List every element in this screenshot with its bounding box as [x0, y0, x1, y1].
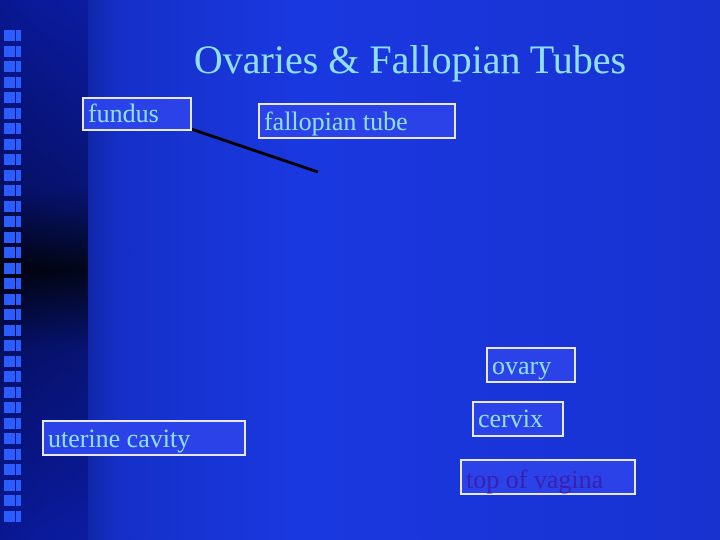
bullet-square	[16, 340, 21, 351]
bullet-square	[4, 495, 15, 506]
bullet-square	[16, 231, 21, 243]
bullet-square	[16, 417, 21, 429]
bullet-square	[16, 200, 21, 212]
bullet-square	[4, 402, 15, 413]
bullet-square	[16, 61, 21, 72]
bullet-square	[16, 371, 21, 382]
bullet-square	[16, 154, 21, 165]
bullet-square	[4, 262, 15, 274]
bullet-square	[4, 324, 15, 336]
bullet-square	[16, 123, 21, 134]
label-top-of-vagina: top of vagina	[460, 459, 636, 495]
bullet-square	[4, 92, 15, 103]
bullet-square	[16, 433, 21, 444]
bullet-square	[16, 402, 21, 413]
bullet-square	[16, 216, 21, 227]
bullet-square	[16, 169, 21, 181]
bullet-square	[4, 510, 15, 522]
bullet-square	[16, 107, 21, 119]
label-uterine-cavity: uterine cavity	[42, 420, 246, 456]
bullet-square	[4, 247, 15, 258]
bullet-square	[4, 30, 15, 41]
bullet-square	[4, 355, 15, 367]
bullet-square	[4, 216, 15, 227]
bullet-square	[16, 464, 21, 475]
label-fundus: fundus	[82, 97, 192, 131]
bullet-square	[4, 231, 15, 243]
bullet-square	[4, 61, 15, 72]
bullet-square	[4, 138, 15, 150]
bullet-square	[4, 107, 15, 119]
bullet-square	[16, 324, 21, 336]
bullet-square	[16, 386, 21, 398]
bullet-square	[4, 154, 15, 165]
bullet-square	[16, 495, 21, 506]
bullet-square	[16, 309, 21, 320]
bullet-square	[4, 200, 15, 212]
bullet-square	[4, 479, 15, 491]
bullet-square	[4, 123, 15, 134]
bullet-square	[4, 309, 15, 320]
bullet-square	[16, 262, 21, 274]
bullet-square	[16, 92, 21, 103]
label-cervix: cervix	[472, 401, 564, 437]
bullet-square	[16, 479, 21, 491]
bullet-square	[4, 448, 15, 460]
bullet-square	[16, 278, 21, 289]
label-ovary: ovary	[486, 347, 576, 383]
bullet-square	[4, 169, 15, 181]
label-fallopian-tube: fallopian tube	[258, 103, 456, 139]
bullet-square	[16, 45, 21, 57]
bullet-square	[4, 464, 15, 475]
bullet-square-column	[4, 30, 21, 530]
bullet-square	[4, 185, 15, 196]
bullet-square	[16, 247, 21, 258]
bullet-square	[16, 448, 21, 460]
bullet-square	[4, 433, 15, 444]
bullet-square	[16, 138, 21, 150]
bullet-square	[4, 278, 15, 289]
bullet-square	[4, 293, 15, 305]
bullet-square	[16, 510, 21, 522]
bullet-square	[4, 45, 15, 57]
bullet-square	[16, 293, 21, 305]
slide-title: Ovaries & Fallopian Tubes	[193, 37, 627, 82]
bullet-square	[16, 355, 21, 367]
bullet-square	[16, 30, 21, 41]
bullet-square	[4, 371, 15, 382]
bullet-square	[16, 185, 21, 196]
bullet-square	[16, 76, 21, 88]
bullet-square	[4, 76, 15, 88]
bullet-square	[4, 417, 15, 429]
bullet-square	[4, 340, 15, 351]
bullet-square	[4, 386, 15, 398]
